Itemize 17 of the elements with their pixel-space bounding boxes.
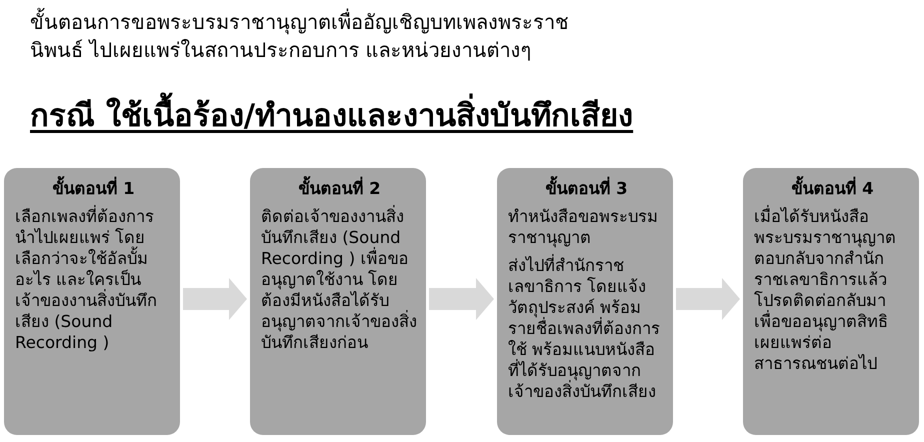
title: ขั้นตอนการขอพระบรมราชานุญาตเพื่ออัญเชิญบทเพลงพระราชนิพนธ์ ไปเผยแพร่ในสถานประกอบการ และหน่วยงานต่างๆ bbox=[30, 8, 575, 64]
step-heading: ขั้นตอนที่ 1 bbox=[15, 178, 172, 200]
block-arrow bbox=[429, 278, 494, 320]
block-arrow bbox=[676, 278, 740, 320]
step-text: ส่งไปที่สำนักราชเลขาธิการ โดยแจ้งวัตถุประสงค์ พร้อมรายชื่อเพลงที่ต้องการใช้ พร้อมแนบหนังสือที่ได้รับอนุญาตจากเจ้าของสิ่งบันทึกเสียง bbox=[508, 255, 661, 402]
step-box bbox=[4, 168, 180, 435]
step-box bbox=[743, 168, 919, 435]
step-heading: ขั้นตอนที่ 3 bbox=[508, 178, 665, 200]
step-heading: ขั้นตอนที่ 4 bbox=[754, 178, 911, 200]
step-heading: ขั้นตอนที่ 2 bbox=[261, 178, 418, 200]
step-text: เมื่อได้รับหนังสือพระบรมราชานุญาตตอบกลับจากสำนักราชเลขาธิการแล้ว โปรดติดต่อกลับมา เพื่อขออนุญาตสิทธิเผยแพร่ต่อสาธารณชนต่อไป bbox=[754, 206, 897, 374]
step-box bbox=[250, 168, 426, 435]
step-box bbox=[497, 168, 673, 435]
step-text: ติดต่อเจ้าของงานสิ่งบันทึกเสียง (Sound Recording ) เพื่อขออนุญาตใช้งาน โดยต้องมีหนังสือได้รับอนุญาตจากเจ้าของสิ่งบันทึกเสียงก่อน bbox=[261, 206, 418, 353]
block-arrow bbox=[183, 278, 247, 320]
step-text: ทำหนังสือขอพระบรมราชานุญาต bbox=[508, 206, 659, 248]
step-text: เลือกเพลงที่ต้องการนำไปเผยแพร่ โดยเลือกว่าจะใช้อัลบั้มอะไร และใครเป็นเจ้าของงานสิ่งบันทึกเสียง (Sound Recording ) bbox=[15, 206, 158, 353]
